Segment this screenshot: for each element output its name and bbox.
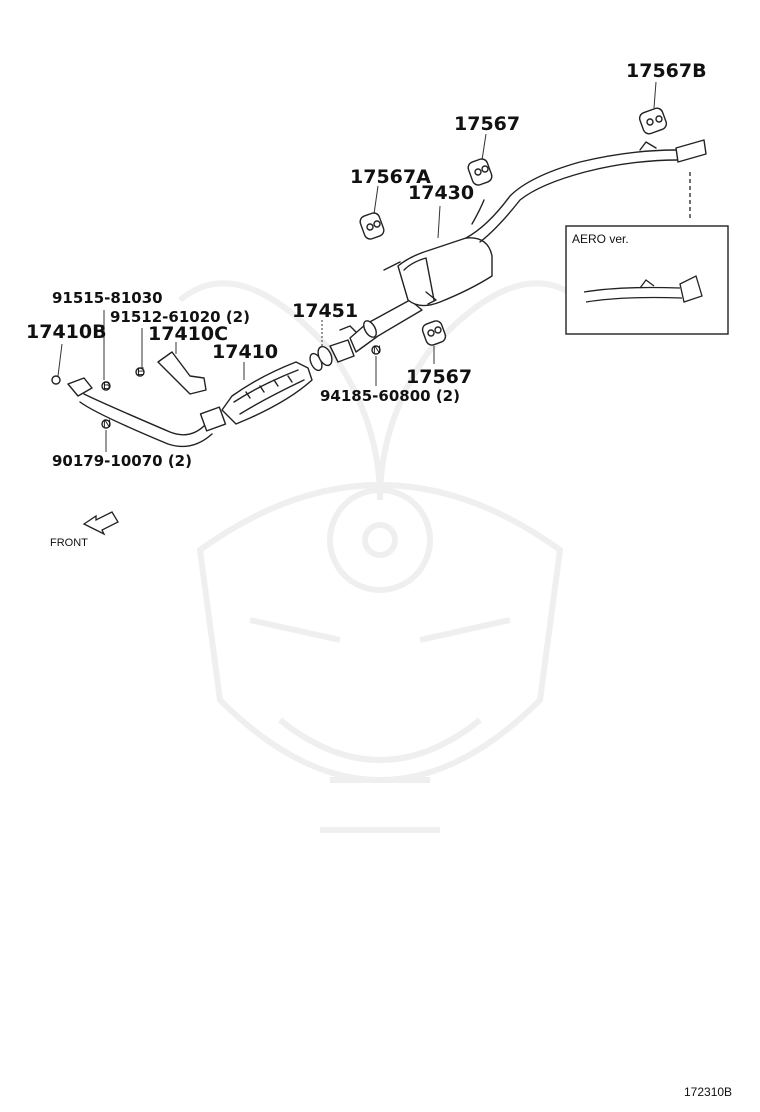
front-pipe xyxy=(67,377,227,448)
front-arrow-icon xyxy=(82,511,119,536)
stud-90179 xyxy=(101,419,111,429)
center-pipe xyxy=(329,299,423,363)
label-91515-81030[interactable]: 91515-81030 xyxy=(52,289,163,307)
front-label: FRONT xyxy=(50,537,88,549)
bracket-17410c xyxy=(157,351,207,395)
leader-lines xyxy=(57,81,657,452)
bolt-91512 xyxy=(135,367,145,377)
marker-e: E xyxy=(137,366,145,378)
hanger-17567a xyxy=(359,212,385,240)
hanger-17567-lower xyxy=(421,320,447,346)
samurai-watermark-logo xyxy=(178,280,582,833)
label-17567a[interactable]: 17567A xyxy=(350,166,431,188)
gasket-17451 xyxy=(309,345,333,372)
label-17567-upper[interactable]: 17567 xyxy=(454,113,521,135)
marker-b: B xyxy=(103,380,111,392)
muffler xyxy=(383,237,493,307)
catalytic-converter xyxy=(221,361,313,425)
label-17410c[interactable]: 17410C xyxy=(148,323,229,345)
aero-inset xyxy=(565,225,729,335)
label-94185-60800[interactable]: 94185-60800 (2) xyxy=(320,387,460,405)
label-17410b[interactable]: 17410B xyxy=(26,321,107,343)
diagram-code: 172310B xyxy=(684,1085,733,1099)
bolt-94185 xyxy=(371,345,381,355)
marker-n-center: N xyxy=(373,344,381,356)
tail-pipe xyxy=(465,139,707,243)
bolt-91515 xyxy=(101,381,111,391)
label-17567b[interactable]: 17567B xyxy=(626,60,707,82)
label-91512-61020[interactable]: 91512-61020 (2) xyxy=(110,308,250,326)
aero-version-label: AERO ver. xyxy=(572,232,629,246)
label-17567-lower[interactable]: 17567 xyxy=(406,366,473,388)
label-17430[interactable]: 17430 xyxy=(408,182,475,204)
label-17451[interactable]: 17451 xyxy=(292,300,359,322)
hanger-17567-upper xyxy=(467,158,493,186)
hanger-17567b xyxy=(638,107,668,135)
label-17410[interactable]: 17410 xyxy=(212,341,279,363)
nut-17410b xyxy=(51,375,61,385)
marker-n-front: N xyxy=(103,418,111,430)
label-90179-10070[interactable]: 90179-10070 (2) xyxy=(52,452,192,470)
